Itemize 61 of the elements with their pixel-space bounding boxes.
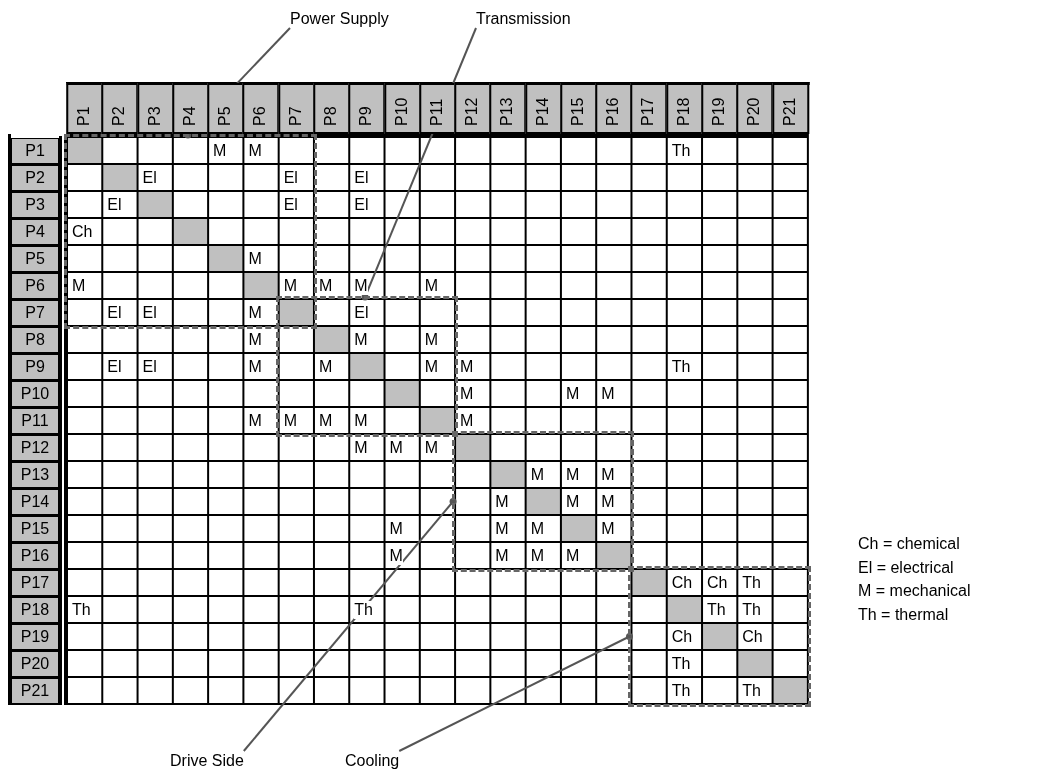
row-header: P6 xyxy=(11,273,59,300)
legend-text: El = electrical xyxy=(858,557,954,577)
row-header: P7 xyxy=(11,300,59,327)
column-header: P17 xyxy=(630,83,668,134)
column-header: P21 xyxy=(771,83,809,134)
column-header: P2 xyxy=(101,83,139,134)
row-header: P3 xyxy=(11,192,59,219)
legend-text: M = mechanical xyxy=(858,581,971,600)
column-header: P9 xyxy=(348,83,386,134)
column-header: P6 xyxy=(242,83,280,134)
legend-text: Ch = chemical xyxy=(858,534,960,553)
column-header: P15 xyxy=(559,83,598,134)
column-header: P14 xyxy=(524,83,562,134)
group-outline xyxy=(628,566,811,707)
row-header: P20 xyxy=(11,651,59,678)
row-header: P9 xyxy=(11,354,59,381)
leader-line xyxy=(398,633,633,752)
column-header: P5 xyxy=(207,83,245,134)
row-header: P5 xyxy=(11,246,59,273)
row-header: P1 xyxy=(11,138,59,165)
column-header: P12 xyxy=(454,83,492,134)
column-header: P19 xyxy=(701,83,739,134)
row-header: P21 xyxy=(11,678,59,705)
row-header: P10 xyxy=(11,381,59,408)
group-outline xyxy=(64,134,317,329)
legend-text: Th = thermal xyxy=(858,604,949,624)
row-header: P8 xyxy=(11,327,59,354)
leader-line xyxy=(242,498,457,752)
row-header: P12 xyxy=(11,435,59,462)
column-header: P7 xyxy=(277,83,315,134)
callout-label: Cooling xyxy=(345,751,400,770)
interaction-code: M xyxy=(354,277,368,295)
column-header: P3 xyxy=(136,83,174,134)
row-header: P4 xyxy=(11,219,59,246)
row-header: P17 xyxy=(11,570,59,597)
callout-label: Drive Side xyxy=(170,751,244,770)
column-header: P4 xyxy=(171,83,210,134)
interaction-code: M xyxy=(389,547,403,565)
row-header: P13 xyxy=(11,462,59,489)
leader-line xyxy=(361,27,477,301)
interaction-code: Th xyxy=(354,601,373,619)
column-header: P10 xyxy=(383,83,421,134)
column-header: P20 xyxy=(736,83,774,134)
column-header: P16 xyxy=(595,83,633,134)
row-header: P14 xyxy=(11,489,59,516)
row-header: P15 xyxy=(11,516,59,543)
group-outline xyxy=(452,431,635,572)
row-header: P18 xyxy=(11,597,59,624)
row-header: P16 xyxy=(11,543,59,570)
callout-label: Power Supply xyxy=(290,9,389,28)
column-header: P8 xyxy=(312,83,351,134)
group-outline xyxy=(275,296,459,437)
column-header: P13 xyxy=(489,83,527,134)
column-header: P1 xyxy=(66,83,104,134)
column-header: P18 xyxy=(665,83,703,134)
row-header: P19 xyxy=(11,624,59,651)
row-header: P11 xyxy=(11,408,59,435)
column-header: P11 xyxy=(418,83,457,134)
callout-label: Transmission xyxy=(476,9,571,28)
leader-line xyxy=(184,27,291,139)
row-header: P2 xyxy=(11,165,59,192)
